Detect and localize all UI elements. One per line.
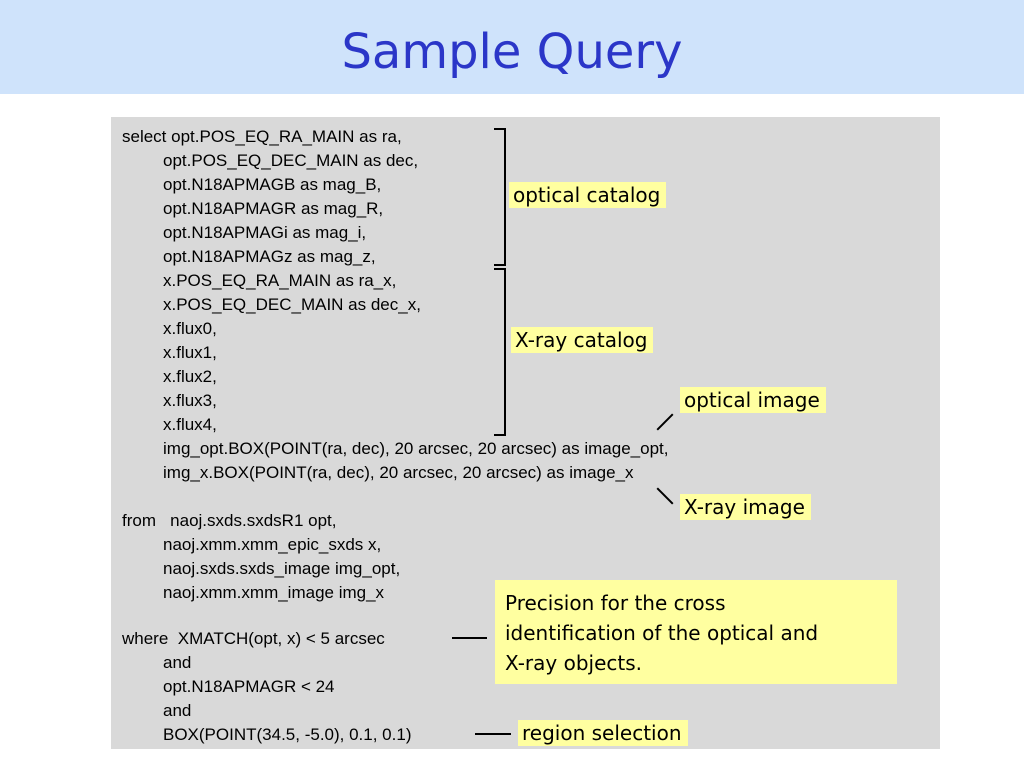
code-line: opt.N18APMAGR as mag_R, [163, 199, 384, 218]
precision-note-line: X-ray objects. [505, 651, 643, 675]
precision-connector-line [452, 637, 487, 639]
code-line: x.flux1, [163, 343, 217, 362]
region-selection-label: region selection [518, 720, 688, 746]
code-line-where: where XMATCH(opt, x) < 5 arcsec [122, 629, 385, 648]
code-line: x.POS_EQ_RA_MAIN as ra_x, [163, 271, 397, 290]
code-line: opt.N18APMAGi as mag_i, [163, 223, 367, 242]
code-line: x.flux0, [163, 319, 217, 338]
optical-catalog-bracket [494, 128, 506, 266]
code-line: naoj.xmm.xmm_image img_x [163, 583, 385, 602]
precision-note-line: identification of the optical and [505, 621, 819, 645]
code-line: img_x.BOX(POINT(ra, dec), 20 arcsec, 20 … [163, 463, 634, 482]
code-line: opt.N18APMAGR < 24 [163, 677, 335, 696]
code-line: x.POS_EQ_DEC_MAIN as dec_x, [163, 295, 421, 314]
code-line: x.flux2, [163, 367, 217, 386]
code-line: BOX(POINT(34.5, -5.0), 0.1, 0.1) [163, 725, 412, 744]
region-connector-line [475, 733, 511, 735]
code-line-from: from naoj.sxds.sxdsR1 opt, [122, 511, 337, 530]
code-line: and [163, 653, 192, 672]
code-line-select: select opt.POS_EQ_RA_MAIN as ra, [122, 127, 402, 146]
code-line: naoj.sxds.sxds_image img_opt, [163, 559, 401, 578]
optical-catalog-label: optical catalog [509, 182, 667, 208]
xray-catalog-label: X-ray catalog [511, 327, 654, 353]
precision-note: Precision for the cross identification o… [495, 580, 897, 684]
optical-image-label: optical image [680, 387, 826, 413]
code-line: img_opt.BOX(POINT(ra, dec), 20 arcsec, 2… [163, 439, 669, 458]
code-line: opt.POS_EQ_DEC_MAIN as dec, [163, 151, 419, 170]
page-title: Sample Query [341, 24, 683, 80]
code-line: naoj.xmm.xmm_epic_sxds x, [163, 535, 382, 554]
precision-note-line: Precision for the cross [505, 591, 726, 615]
code-line: x.flux3, [163, 391, 217, 410]
xray-image-label: X-ray image [680, 494, 811, 520]
code-line: opt.N18APMAGB as mag_B, [163, 175, 382, 194]
code-line: opt.N18APMAGz as mag_z, [163, 247, 376, 266]
title-bar [0, 0, 1024, 94]
code-line: x.flux4, [163, 415, 217, 434]
xray-catalog-bracket [494, 268, 506, 436]
code-line: and [163, 701, 192, 720]
